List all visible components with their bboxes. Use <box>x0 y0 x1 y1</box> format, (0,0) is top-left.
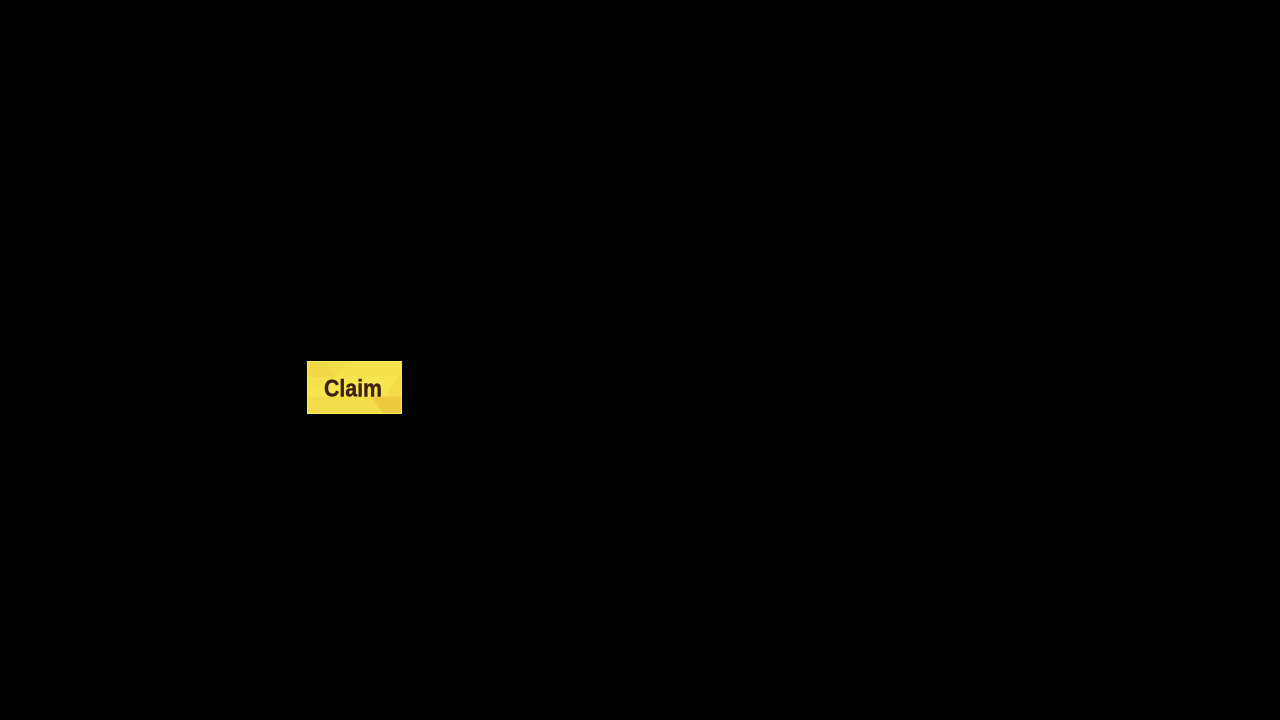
svg-text:Claim: Claim <box>324 376 382 403</box>
